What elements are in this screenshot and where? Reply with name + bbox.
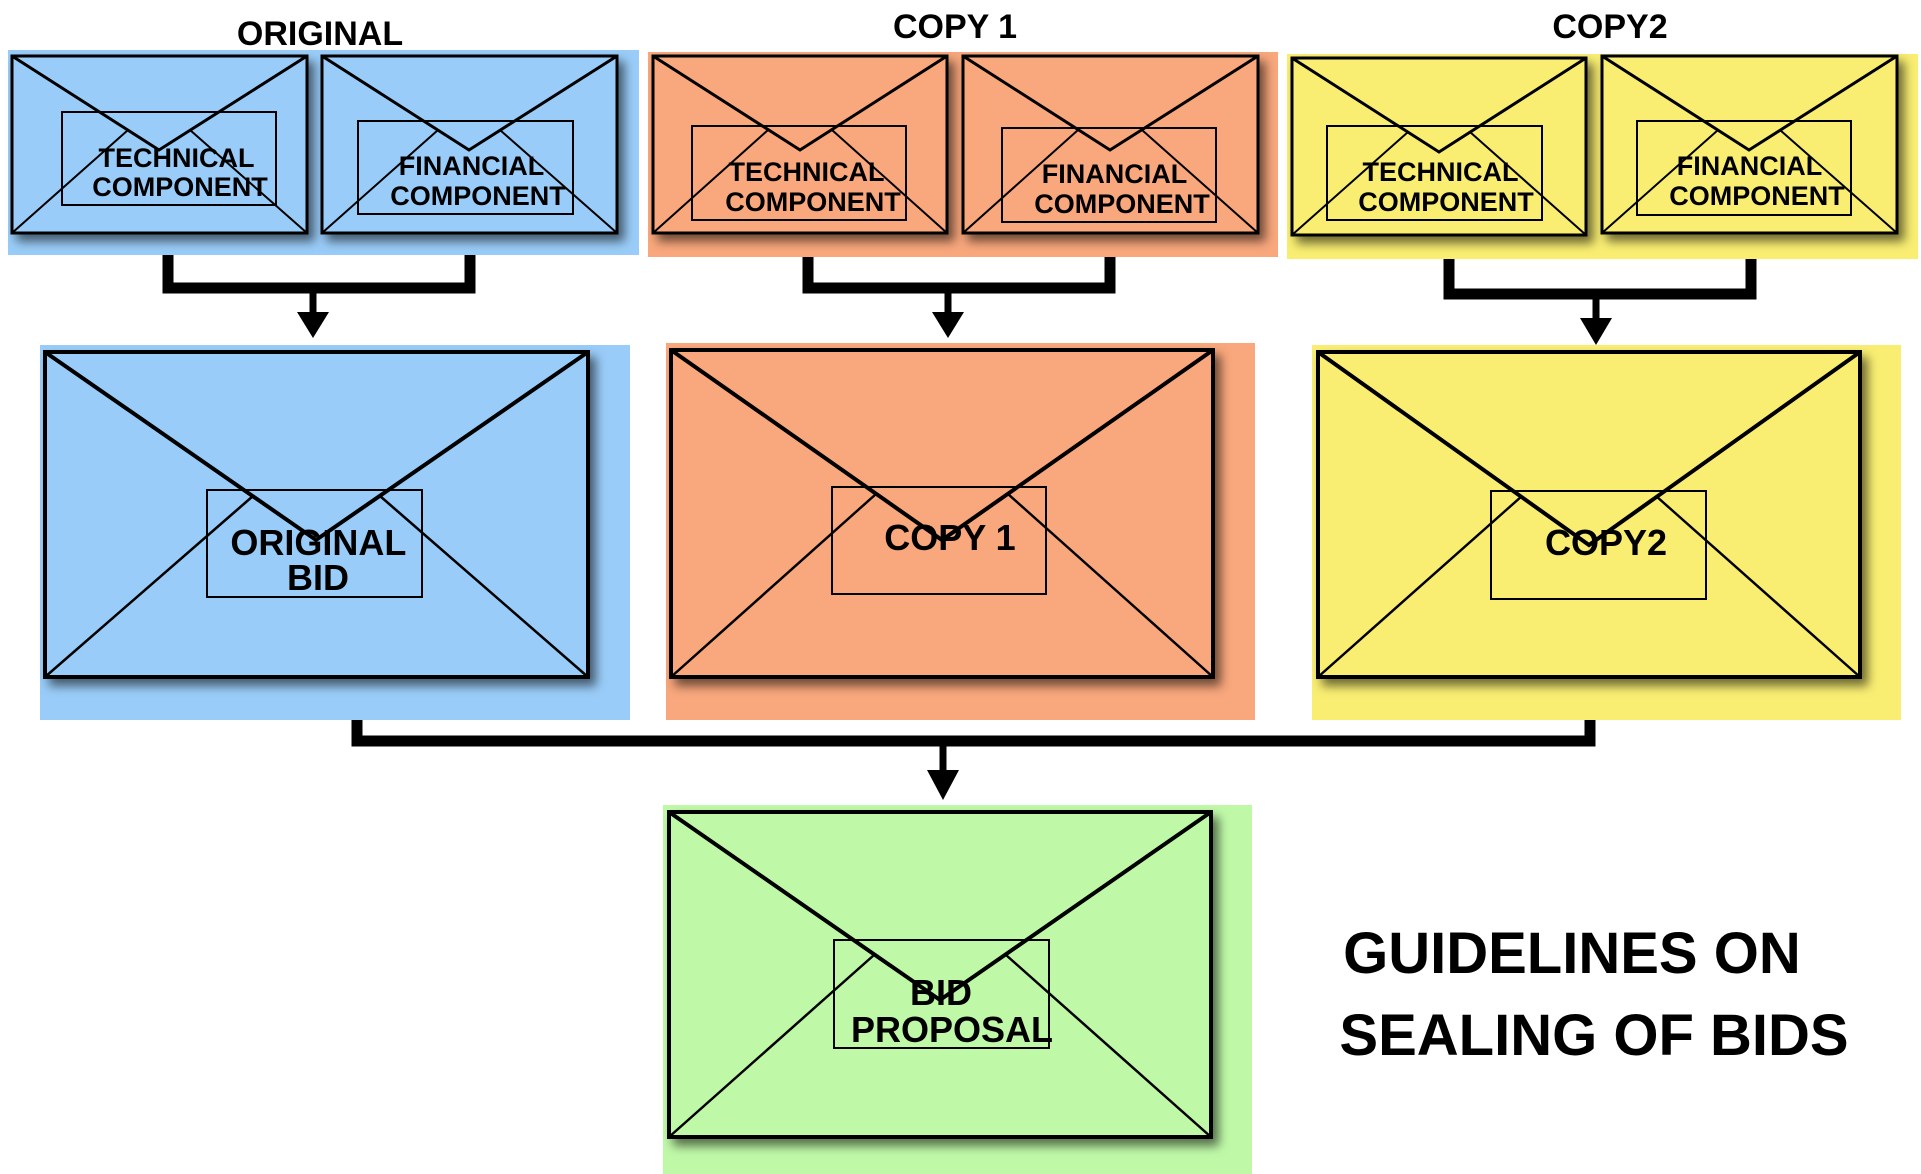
- envelope-icon-technical-copy2: [1290, 56, 1588, 237]
- label-box: [61, 111, 277, 206]
- arrow-down-icon: [1580, 318, 1612, 345]
- label-box: [831, 486, 1047, 595]
- header-copy2: COPY2: [1552, 8, 1667, 46]
- connector-bottom: [351, 720, 1596, 772]
- header-copy1: COPY 1: [893, 8, 1017, 46]
- arrow-down-icon: [932, 312, 964, 338]
- bid-label-copy1: COPY 1: [884, 517, 1015, 558]
- label-box: [1326, 125, 1543, 221]
- label-box: [1490, 490, 1707, 600]
- connector-original: [162, 255, 476, 315]
- envelope-icon-bid-proposal: [667, 810, 1213, 1139]
- connector-copy2: [1443, 259, 1757, 320]
- label-box: [1001, 127, 1217, 223]
- technical-label-original: TECHNICAL COMPONENT: [92, 143, 268, 202]
- financial-label-original: FINANCIAL COMPONENT: [390, 151, 566, 211]
- envelope-icon-financial-original: [320, 54, 619, 235]
- label-box: [1636, 120, 1852, 216]
- envelope-icon-technical-copy1: [651, 54, 949, 235]
- arrow-down-icon: [297, 312, 329, 338]
- bid-label-proposal: BID PROPOSAL: [851, 972, 1053, 1050]
- connector-copy1: [802, 257, 1116, 315]
- label-box: [691, 125, 907, 221]
- envelope-icon-financial-copy2: [1600, 54, 1899, 235]
- envelope-icon-copy1-bid: [669, 348, 1215, 679]
- label-box: [833, 939, 1050, 1049]
- financial-label-copy1: FINANCIAL COMPONENT: [1034, 159, 1210, 219]
- page-title: GUIDELINES ON SEALING OF BIDS: [1339, 921, 1848, 1068]
- bid-label-original: ORIGINAL BID: [230, 522, 415, 598]
- envelope-icon-financial-copy1: [961, 54, 1260, 235]
- envelope-icon-copy2-bid: [1316, 350, 1862, 679]
- label-box: [357, 120, 574, 215]
- technical-label-copy2: TECHNICAL COMPONENT: [1358, 157, 1534, 217]
- envelope-icon-original-bid: [43, 350, 590, 679]
- bid-label-copy2: COPY2: [1545, 522, 1667, 563]
- financial-label-copy2: FINANCIAL COMPONENT: [1669, 151, 1845, 211]
- arrow-down-icon: [927, 770, 959, 800]
- label-box: [206, 489, 423, 598]
- header-original: ORIGINAL: [237, 15, 403, 53]
- technical-label-copy1: TECHNICAL COMPONENT: [725, 157, 901, 217]
